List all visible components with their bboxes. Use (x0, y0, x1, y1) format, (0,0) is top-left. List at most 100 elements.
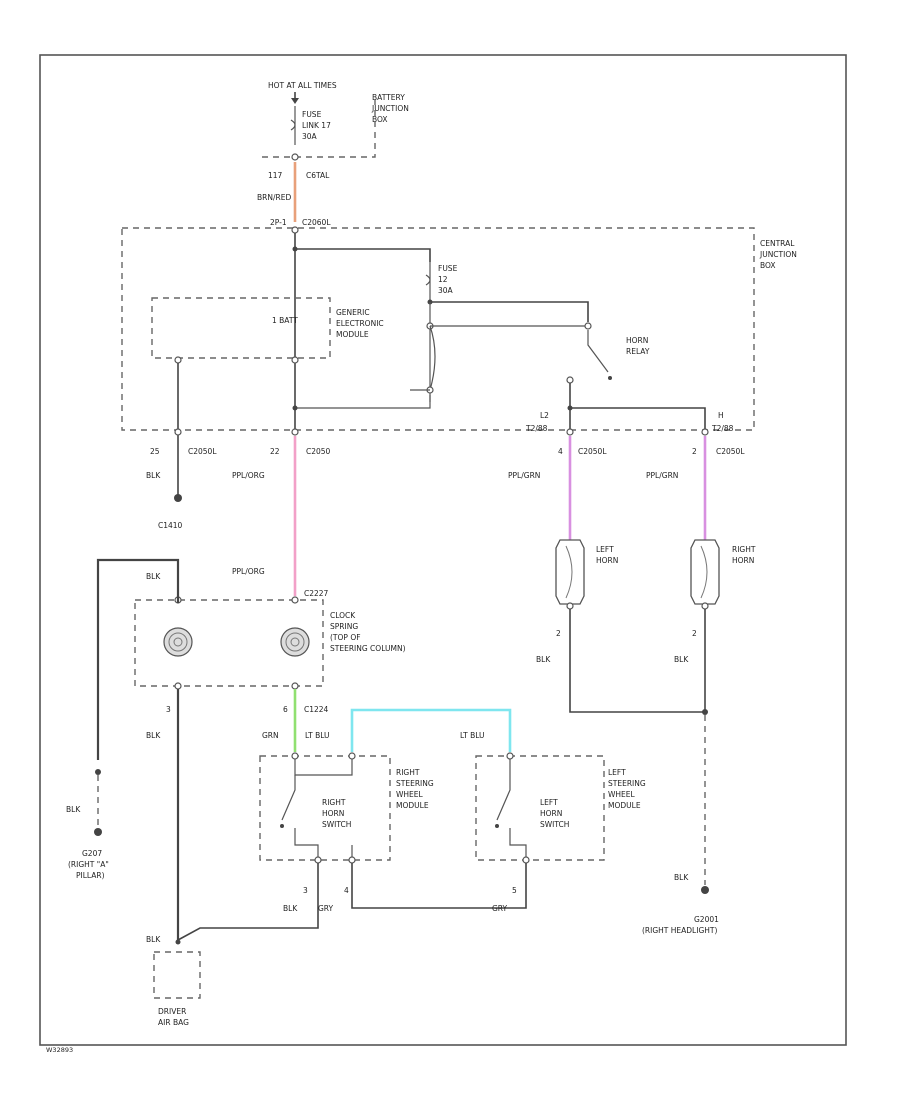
clock-spring-outline (134, 599, 324, 687)
left-horn-wire-label: PPL/GRN (508, 471, 540, 480)
lsw-pin-ltblu (506, 752, 514, 760)
sw-gry-label-2: GRY (492, 904, 508, 913)
clock-spring-label-3: (TOP OF (330, 633, 361, 642)
bjb-dashed-outline (262, 100, 376, 158)
main-branch-pin (291, 428, 299, 436)
left-horn-pin2-label: 2 (556, 629, 561, 638)
clock-spring-label-1: CLOCK (330, 611, 356, 620)
right-switch-label-1: RIGHT (322, 798, 346, 807)
clock-spring-coil-right-icon (280, 627, 310, 657)
rsw-pin-3 (314, 856, 322, 864)
pin-h-label: H (718, 411, 724, 420)
left-horn-icon (555, 539, 585, 605)
cjb-top-branch (295, 248, 431, 262)
left-horn-blk-label: BLK (536, 655, 551, 664)
diagram-code: W32893 (46, 1046, 73, 1054)
pin-117-label: 117 (268, 171, 283, 180)
feed-arrow-icon (291, 98, 299, 104)
g207-label-3: PILLAR) (76, 871, 105, 880)
left-horn-blk-wire (569, 609, 705, 713)
right-horn-feed-pin (701, 428, 709, 436)
lsw-pin-5 (522, 856, 530, 864)
relay-contact (608, 376, 612, 380)
cjb-label-1: CENTRAL (760, 239, 795, 248)
lt-blu-wire (350, 708, 512, 752)
right-horn-blk-label: BLK (674, 655, 689, 664)
left-module-label-3: WHEEL (608, 790, 636, 799)
g2001-blk-label: BLK (674, 873, 689, 882)
ground-branch-pin (174, 428, 182, 436)
g207-label-1: G207 (82, 849, 102, 858)
fuse-12-label-3: 30A (438, 286, 454, 295)
gem-label-1: GENERIC (336, 308, 370, 317)
right-switch-label-3: SWITCH (322, 820, 351, 829)
right-horn-feed (570, 407, 706, 430)
connector-c6tal-label: C6TAL (306, 171, 330, 180)
left-horn-label-1: LEFT (596, 545, 614, 554)
right-horn-pin-label: 2 (692, 447, 697, 456)
clock-pin-left-bottom (174, 682, 182, 690)
fuse-link-icon (290, 119, 296, 131)
rsw-pin-ltblu (348, 752, 356, 760)
c2050-label: C2050 (306, 447, 331, 456)
right-horn-icon (690, 539, 720, 605)
sw-pin-3-label: 3 (303, 886, 308, 895)
right-horn-conn-label: C2050L (716, 447, 745, 456)
rsw-internal-bottom (294, 828, 319, 858)
fuse-link-label-3: 30A (302, 132, 318, 141)
g207-blk-label: BLK (66, 805, 81, 814)
right-module-label-4: MODULE (396, 801, 429, 810)
pin-22-label: 22 (270, 447, 280, 456)
horn-ground-splice (702, 709, 708, 715)
right-horn-label-2: HORN (732, 556, 754, 565)
hot-at-all-times-label: HOT AT ALL TIMES (268, 81, 337, 90)
lt-blu-label-2: LT BLU (460, 731, 485, 740)
left-module-label-4: MODULE (608, 801, 641, 810)
right-horn-label-1: RIGHT (732, 545, 756, 554)
gem-ground-pin (174, 356, 182, 364)
gem-batt-pin (291, 356, 299, 364)
clock-spring-coil-right-inner (285, 632, 305, 652)
brn-red-label: BRN/RED (257, 193, 291, 202)
ground-c1410-label: C1410 (158, 521, 183, 530)
bjb-label-2: JUNCTION (371, 104, 409, 113)
fuse-link-label-2: LINK 17 (302, 121, 331, 130)
cjb-label-3: BOX (760, 261, 776, 270)
gem-internal-curve (429, 325, 436, 391)
left-horn-cone (565, 545, 573, 599)
g2001-label-2: (RIGHT HEADLIGHT) (642, 926, 717, 935)
g207-splice (95, 769, 101, 775)
lsw-contact (495, 824, 499, 828)
pin-t3-label: T2/88 (711, 424, 734, 433)
gem-label-2: ELECTRONIC (336, 319, 384, 328)
fuse-link-label-1: FUSE (302, 110, 322, 119)
airbag-label-1: DRIVER (158, 1007, 186, 1016)
blk-switch-ground-wire (177, 863, 319, 941)
right-module-label-3: WHEEL (396, 790, 424, 799)
cjb-label-2: JUNCTION (759, 250, 797, 259)
lt-blu-label: LT BLU (305, 731, 330, 740)
sw-pin-5-label: 5 (512, 886, 517, 895)
left-horn-pin4-label: 4 (558, 447, 563, 456)
right-module-outline (259, 755, 391, 861)
right-horn-pin2-label: 2 (692, 629, 697, 638)
pin-3-label: 3 (166, 705, 171, 714)
relay-pin-top (584, 322, 592, 330)
fuse-12-label-1: FUSE (438, 264, 458, 273)
pin-25-label: 25 (150, 447, 160, 456)
left-horn-label-2: HORN (596, 556, 618, 565)
right-module-label-2: STEERING (396, 779, 434, 788)
clock-pin-right-bottom (291, 682, 299, 690)
left-horn-conn-label: C2050L (578, 447, 607, 456)
pin-t2-label: T2/88 (525, 424, 548, 433)
right-horn-switch-icon (281, 775, 296, 821)
g207-label-2: (RIGHT "A" (68, 860, 109, 869)
ground-g2001-icon (701, 886, 709, 894)
ppl-org-label-2: PPL/ORG (232, 567, 265, 576)
sw-pin-4-label: 4 (344, 886, 349, 895)
blk-left-label: BLK (146, 731, 161, 740)
gry-wire (351, 863, 527, 909)
pin-6-label: 6 (283, 705, 288, 714)
lsw-internal-bottom (509, 828, 527, 858)
